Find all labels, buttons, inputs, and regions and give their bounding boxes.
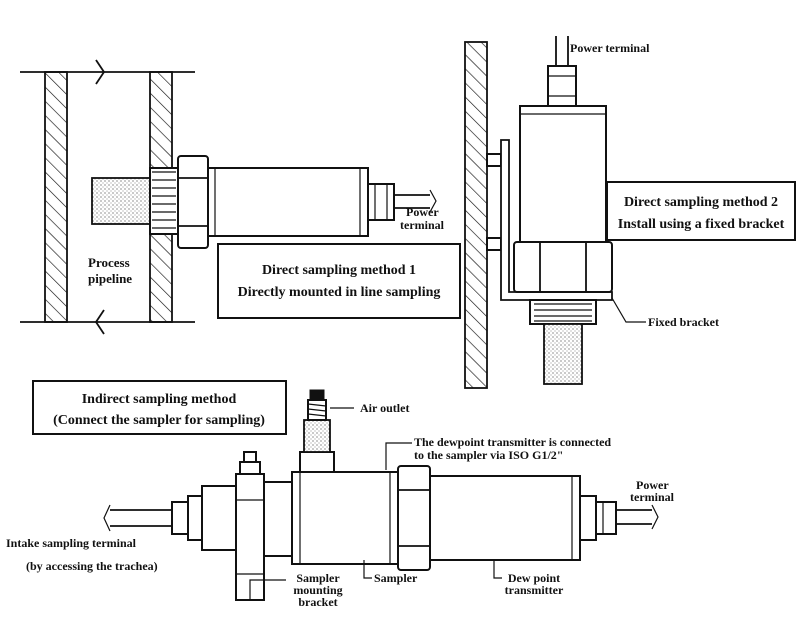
method1-subtitle: Directly mounted in line sampling	[238, 285, 441, 300]
method2-hex-nut	[513, 241, 613, 293]
method2-probe	[543, 323, 583, 385]
method2-wall	[464, 41, 488, 389]
dew-point-transmitter-body	[429, 475, 581, 561]
method2-illustration	[464, 36, 646, 389]
method1-power-label-2: terminal	[400, 218, 445, 232]
method3-title: Indirect sampling method	[82, 392, 237, 407]
sampler-body	[291, 471, 399, 565]
method1-power-label-1: Power	[406, 205, 439, 219]
method3-caption-box	[32, 380, 287, 435]
method3-bracket-label-1: Sampler	[296, 571, 340, 585]
method3-sampler-label: Sampler	[374, 571, 418, 585]
pipe-wall-left	[44, 71, 68, 323]
method1-probe	[91, 177, 151, 225]
method3-intake-label-2: (by accessing the trachea)	[26, 559, 158, 573]
method2-title: Direct sampling method 2	[624, 195, 778, 210]
method2-power-label: Power terminal	[570, 41, 650, 55]
method3-illustration	[103, 389, 659, 601]
method1-caption-box	[217, 243, 461, 319]
method3-bracket-label-3: bracket	[298, 595, 337, 609]
method1-transmitter-body	[207, 167, 369, 237]
method3-hex-nut	[397, 465, 431, 571]
method3-transmitter-label-1: Dew point	[508, 571, 560, 585]
method1-title: Direct sampling method 1	[262, 263, 416, 278]
method3-connection-line-1: The dewpoint transmitter is connected	[414, 435, 611, 449]
method3-subtitle: (Connect the sampler for sampling)	[53, 413, 265, 428]
method3-bracket-label-2: mounting	[293, 583, 342, 597]
method2-transmitter-body	[519, 105, 607, 243]
method1-illustration	[20, 59, 437, 335]
method2-caption-box	[606, 181, 796, 241]
method1-process-label-1: Process	[88, 255, 130, 270]
method3-connection-line-2: to the sampler via ISO G1/2"	[414, 448, 563, 462]
method2-bracket-label: Fixed bracket	[648, 315, 719, 329]
method3-power-label-2: terminal	[630, 490, 675, 504]
method2-subtitle: Install using a fixed bracket	[618, 217, 785, 232]
method3-intake-label-1: Intake sampling terminal	[6, 536, 137, 550]
method3-power-label-1: Power	[636, 478, 669, 492]
method1-hex-nut	[177, 155, 209, 249]
method3-transmitter-label-2: transmitter	[505, 583, 564, 597]
method3-air-outlet-label: Air outlet	[360, 401, 409, 415]
method1-process-label-2: pipeline	[88, 271, 132, 286]
